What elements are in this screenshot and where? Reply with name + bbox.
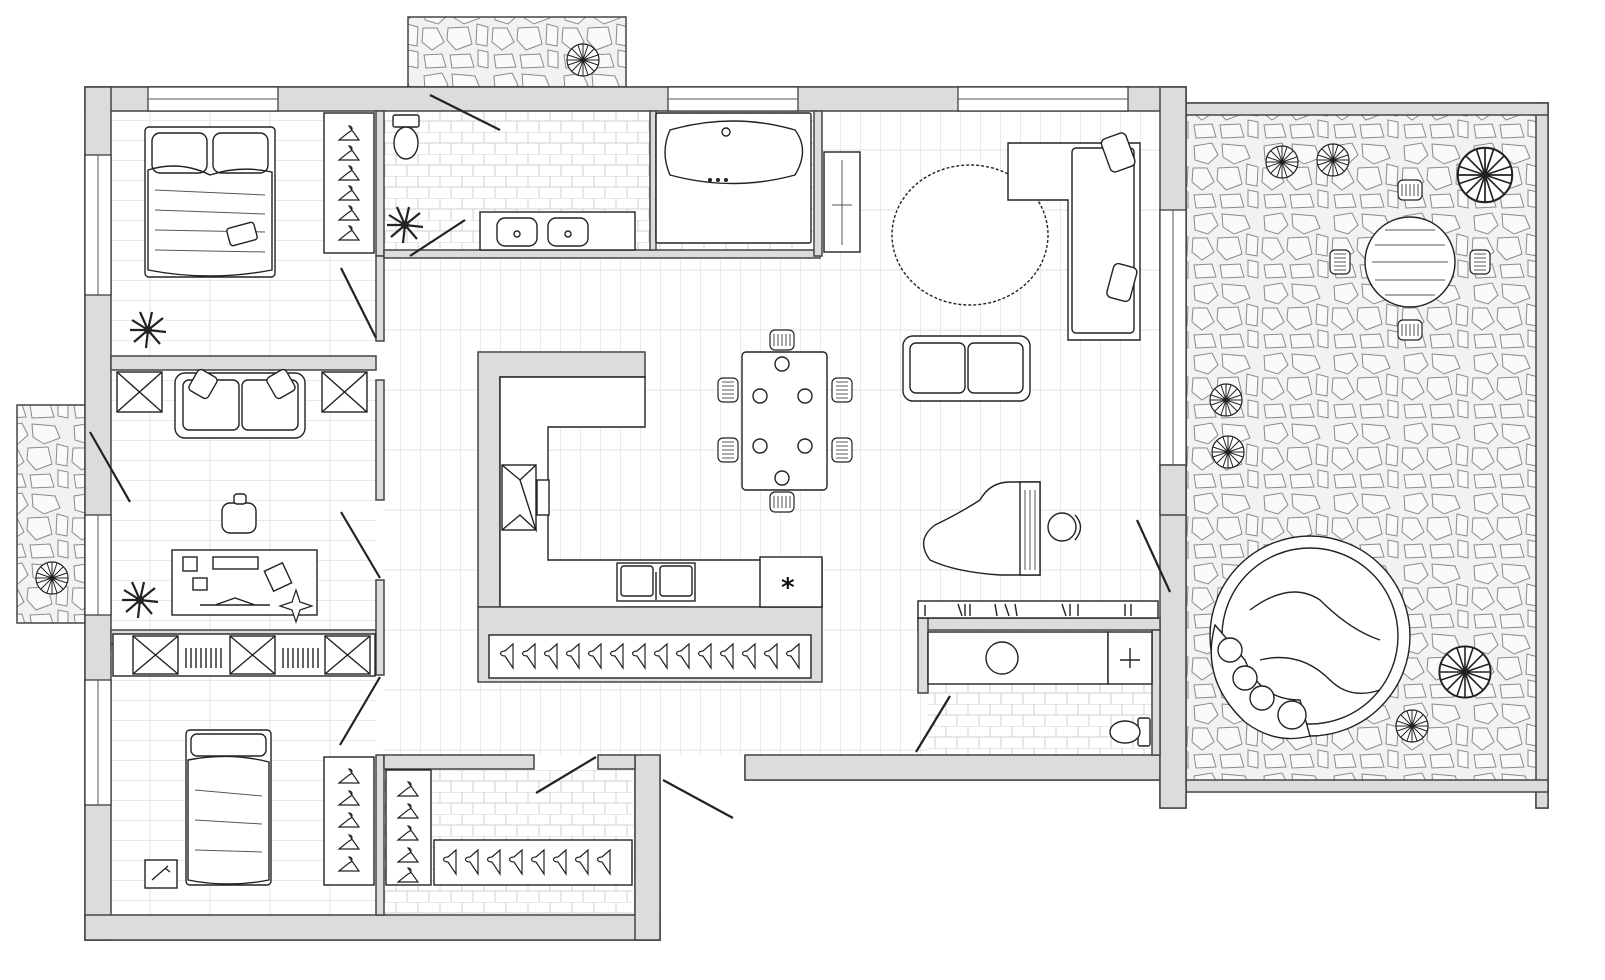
dining-table-icon — [1329, 179, 1491, 341]
bed-icon — [144, 126, 276, 278]
plant-icon — [1265, 145, 1299, 179]
doors — [89, 94, 1171, 819]
plant-icon — [1395, 709, 1429, 743]
stove-hood — [501, 464, 550, 533]
bathtub-icon — [655, 112, 812, 244]
sofa-icon — [174, 368, 306, 439]
piano-icon — [922, 481, 1082, 576]
plant-icon — [1209, 383, 1243, 417]
sofa-icon — [902, 335, 1031, 402]
toilet-icon — [392, 114, 420, 160]
stove-glyph: * — [781, 573, 795, 603]
plant-icon — [1211, 435, 1245, 469]
sofa-icon — [1007, 132, 1141, 341]
bookshelf — [112, 633, 376, 677]
plant-icon — [35, 561, 69, 595]
plant-icon — [1316, 143, 1350, 177]
bed-icon — [185, 729, 272, 886]
sink-icon — [927, 631, 1109, 685]
book-shelf-living — [917, 600, 1159, 619]
plant-icon — [1438, 645, 1492, 699]
stove-icon: * — [759, 556, 823, 608]
plant-icon — [1456, 146, 1514, 204]
toilet-icon — [1109, 717, 1151, 747]
plant-icon — [566, 43, 600, 77]
sink-icon — [616, 562, 696, 602]
dining-table-icon — [717, 329, 853, 513]
pantry — [488, 634, 812, 679]
plant-icon — [278, 588, 314, 624]
wardrobe-master — [323, 112, 375, 254]
wardrobe-kids — [323, 756, 375, 886]
wardrobe-closet-bottom — [433, 839, 633, 886]
sink-icon — [479, 211, 636, 251]
nightstand — [144, 859, 178, 889]
hot-tub-icon — [1209, 535, 1411, 740]
cabinet — [116, 371, 368, 413]
